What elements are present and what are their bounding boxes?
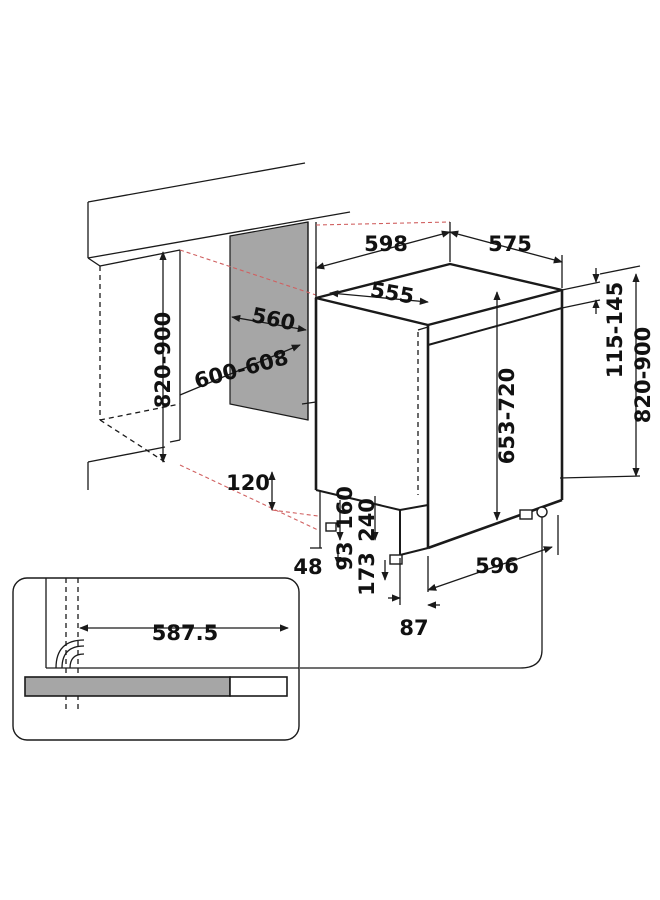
label-base-width: 596 <box>475 554 519 578</box>
detail-inset <box>12 577 300 741</box>
label-appliance-width: 598 <box>364 232 408 256</box>
label-door-offset: 87 <box>399 616 428 640</box>
door-panel-bar <box>24 676 231 697</box>
label-door-height: 653-720 <box>495 368 519 464</box>
label-foot-173: 173 <box>355 552 379 596</box>
dimension-labels: 820-900 600-608 560 598 575 555 115-145 … <box>151 232 655 645</box>
label-panel-height: 115-145 <box>603 282 627 378</box>
label-appliance-depth: 575 <box>488 232 532 256</box>
label-plinth-depth: 48 <box>293 555 322 579</box>
dishwasher-body <box>314 262 564 565</box>
label-foot-160: 160 <box>333 486 357 530</box>
label-niche-height: 820-900 <box>151 312 175 408</box>
label-foot-240: 240 <box>355 498 379 542</box>
label-detail-width: 587.5 <box>152 621 218 645</box>
dimension-lines <box>159 222 641 669</box>
label-appliance-height: 820-900 <box>631 327 655 423</box>
label-foot-93: 93 <box>333 541 357 570</box>
label-plinth-gap: 120 <box>226 471 270 495</box>
